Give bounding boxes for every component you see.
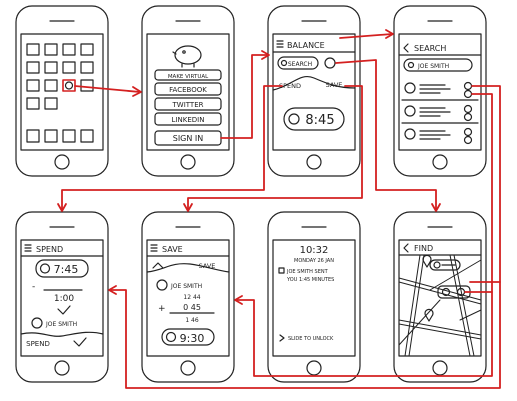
avatar-icon bbox=[404, 105, 416, 117]
spend-person: JOE SMITH bbox=[45, 321, 77, 328]
spend-title: SPEND bbox=[36, 245, 63, 254]
save-line-1: 12 44 bbox=[183, 294, 200, 301]
search-icon bbox=[280, 59, 288, 67]
linkedin-label: LINKEDIN bbox=[172, 116, 205, 124]
location-icon[interactable] bbox=[324, 57, 336, 69]
tab-spend[interactable]: SPEND bbox=[279, 82, 301, 90]
dock bbox=[26, 129, 94, 143]
clock-icon bbox=[165, 331, 177, 343]
make-virtual-button[interactable] bbox=[154, 69, 222, 81]
map-pin-icon[interactable] bbox=[422, 254, 432, 268]
tab-divider-curve bbox=[20, 331, 104, 337]
search-query: JOE SMITH bbox=[417, 63, 449, 70]
chevron-right-icon[interactable] bbox=[279, 334, 285, 342]
avatar-icon bbox=[404, 82, 416, 94]
list-item[interactable] bbox=[404, 81, 473, 99]
tab-divider-curve bbox=[272, 76, 356, 91]
search-title: SEARCH bbox=[414, 44, 446, 53]
back-chevron-icon[interactable] bbox=[403, 43, 409, 53]
lock-date: MONDAY 26 JAN bbox=[294, 258, 334, 264]
tab-save[interactable]: SAVE bbox=[326, 81, 343, 89]
twitter-label: TWITTER bbox=[172, 101, 204, 109]
tab-divider-curve bbox=[146, 263, 230, 273]
spend-value: 1:00 bbox=[54, 294, 74, 304]
menu-icon[interactable] bbox=[276, 40, 284, 48]
save-title: SAVE bbox=[162, 245, 183, 254]
save-line-2: 0 45 bbox=[183, 303, 201, 312]
piggy-bank-icon bbox=[172, 45, 202, 68]
check-icon[interactable] bbox=[73, 337, 87, 347]
linkedin-button[interactable] bbox=[154, 112, 222, 126]
save-line-3: 1 46 bbox=[185, 317, 199, 324]
notification-line-1: JOE SMITH SENT bbox=[286, 269, 329, 275]
phone-find: FIND bbox=[393, 211, 487, 383]
phone-save: SAVE SAVE JOE SMITH + 12 44 0 45 1 46 9:… bbox=[141, 211, 235, 383]
save-tab[interactable]: SAVE bbox=[199, 262, 216, 270]
plus-sign: + bbox=[158, 304, 166, 314]
chevron-up-icon[interactable] bbox=[152, 262, 164, 269]
make-virtual-label: MAKE VIRTUAL bbox=[168, 74, 209, 80]
spend-tab[interactable]: SPEND bbox=[26, 340, 50, 348]
search-icon bbox=[407, 61, 415, 69]
app-icon-grid bbox=[26, 43, 94, 110]
check-icon[interactable] bbox=[57, 305, 71, 315]
avatar-icon bbox=[404, 128, 416, 140]
person-callout[interactable] bbox=[429, 259, 461, 271]
sign-in-label: SIGN IN bbox=[173, 134, 204, 143]
map-pin-icon[interactable] bbox=[424, 308, 434, 322]
phone-lock: 10:32 MONDAY 26 JAN JOE SMITH SENT YOU 1… bbox=[267, 211, 361, 383]
save-amount: 9:30 bbox=[180, 332, 205, 345]
clock-icon bbox=[39, 263, 51, 274]
back-chevron-icon[interactable] bbox=[403, 243, 409, 253]
phone-search: SEARCH JOE SMITH bbox=[393, 5, 487, 177]
phone-home bbox=[15, 5, 109, 177]
find-title: FIND bbox=[414, 244, 433, 253]
search-button[interactable] bbox=[277, 56, 319, 70]
phone-login: MAKE VIRTUAL FACEBOOK TWITTER LINKEDIN S… bbox=[141, 5, 235, 177]
save-amount-box bbox=[161, 328, 215, 346]
spend-amount-box bbox=[35, 259, 89, 278]
slide-to-unlock[interactable]: SLIDE TO UNLOCK bbox=[288, 336, 334, 342]
search-button-label: SEARCH bbox=[288, 61, 312, 68]
flow-arrows bbox=[57, 29, 501, 389]
facebook-label: FACEBOOK bbox=[169, 86, 207, 94]
avatar-icon bbox=[156, 279, 168, 291]
arrow-head bbox=[132, 86, 142, 97]
message-icon bbox=[278, 267, 285, 274]
list-item[interactable] bbox=[404, 104, 473, 122]
menu-icon[interactable] bbox=[150, 244, 158, 252]
menu-icon[interactable] bbox=[24, 244, 32, 252]
lock-time: 10:32 bbox=[300, 245, 329, 256]
result-list bbox=[401, 81, 479, 145]
minus-sign: - bbox=[32, 282, 35, 292]
save-person: JOE SMITH bbox=[170, 283, 202, 290]
avatar-icon bbox=[31, 317, 43, 329]
phone-spend: SPEND 7:45 - 1:00 JOE SMITH SPEND bbox=[15, 211, 109, 383]
balance-amount: 8:45 bbox=[305, 113, 334, 128]
balance-amount-box bbox=[283, 107, 345, 131]
clock-icon bbox=[288, 113, 300, 125]
spend-amount: 7:45 bbox=[54, 263, 79, 276]
search-input[interactable] bbox=[403, 58, 473, 72]
notification-line-2: YOU 1:45 MINUTES bbox=[286, 277, 334, 283]
balance-title: BALANCE bbox=[287, 41, 325, 50]
list-item[interactable] bbox=[404, 127, 473, 145]
app-clock-icon[interactable] bbox=[62, 79, 76, 92]
map[interactable] bbox=[398, 254, 482, 357]
phone-balance: BALANCE SEARCH SPEND SAVE 8:45 bbox=[267, 5, 361, 177]
facebook-button[interactable] bbox=[154, 82, 222, 96]
twitter-button[interactable] bbox=[154, 97, 222, 111]
